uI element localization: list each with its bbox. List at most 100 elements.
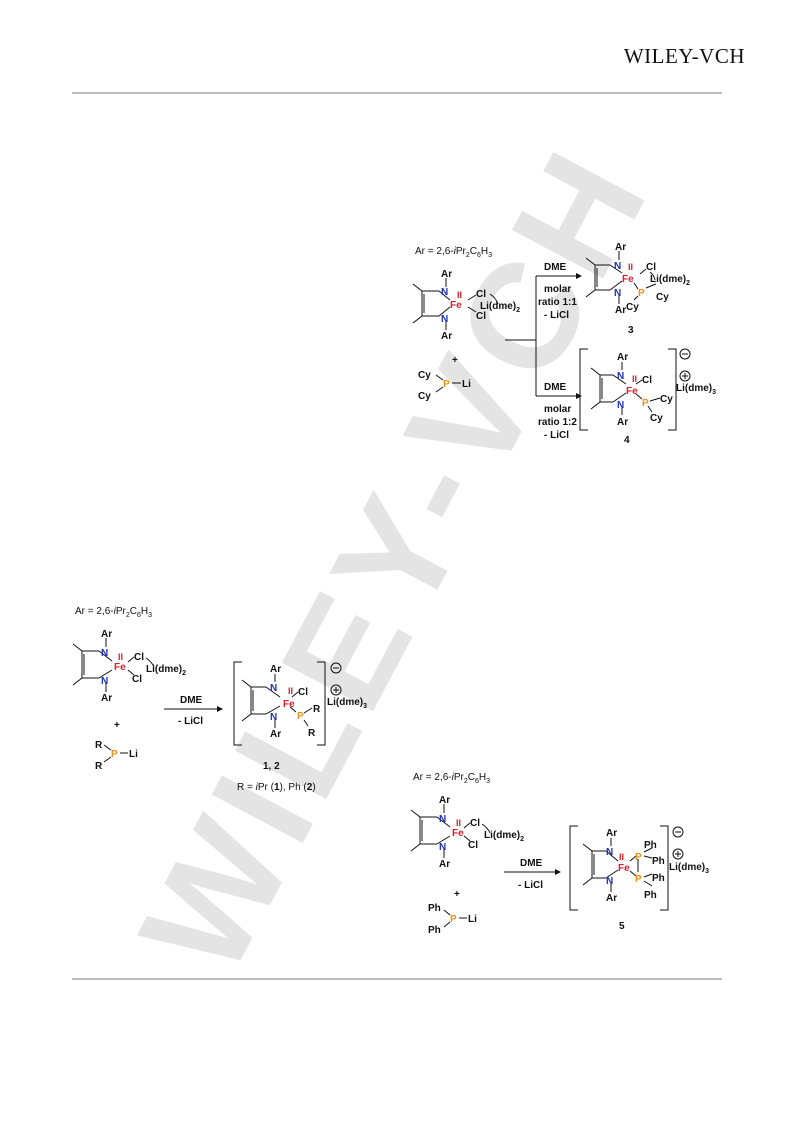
nitrogen-label: N xyxy=(270,683,277,694)
phenyl-label: Ph xyxy=(652,873,665,884)
scheme-1-fe-cy2p: Ar = 2,6-iPr2C6H3 Ar N N Ar Fe II Cl Cl … xyxy=(412,242,716,446)
phosphorus-label: P xyxy=(450,914,457,925)
reaction-arrows: DME molar ratio 1:1 - LiCl DME molar rat… xyxy=(505,262,582,441)
iron-label: Fe xyxy=(450,300,462,311)
lithium-dme-label: Li(dme)2 xyxy=(146,664,186,677)
phosphorus-label: P xyxy=(635,874,642,885)
footer-rule xyxy=(72,978,722,980)
solvent-label: DME xyxy=(180,695,203,706)
phosphorus-label: P xyxy=(635,852,642,863)
cyclohexyl-label: Cy xyxy=(656,292,669,303)
compound-number: 3 xyxy=(628,325,634,336)
lithium-dme-label: Li(dme)3 xyxy=(327,697,367,710)
chloride-label: Cl xyxy=(646,262,656,273)
aryl-label: Ar xyxy=(615,242,626,253)
lithium-label: Li xyxy=(129,749,138,760)
substituent-label: R xyxy=(313,704,321,715)
chloride-label: Cl xyxy=(476,289,486,300)
solvent-label: DME xyxy=(544,262,567,273)
iron-label: Fe xyxy=(283,699,295,710)
chloride-label: Cl xyxy=(476,311,486,322)
phosphorus-label: P xyxy=(638,288,645,299)
aryl-label: Ar xyxy=(439,859,450,870)
phosphorus-label: P xyxy=(443,379,450,390)
lithium-dme-label: Li(dme)3 xyxy=(669,862,709,875)
nitrogen-label: N xyxy=(614,288,621,299)
aryl-label: Ar xyxy=(101,629,112,640)
byproduct-label: - LiCl xyxy=(544,430,569,441)
compound-numbers: 1, 2 xyxy=(263,761,280,772)
nitrogen-label: N xyxy=(617,371,624,382)
chloride-label: Cl xyxy=(470,818,480,829)
phosphorus-label: P xyxy=(297,711,304,722)
aryl-label: Ar xyxy=(441,331,452,342)
wiley-vch-logo: WILEY-VCH xyxy=(623,44,745,68)
compound-number: 5 xyxy=(619,921,625,932)
chloride-label: Cl xyxy=(132,674,142,685)
ar-definition: Ar = 2,6-iPr2C6H3 xyxy=(415,246,492,259)
aryl-label: Ar xyxy=(617,417,628,428)
iron-label: Fe xyxy=(626,386,638,397)
iron-label: Fe xyxy=(622,274,634,285)
header-rule xyxy=(72,92,722,94)
substituent-legend: R = iPr (1), Ph (2) xyxy=(237,782,316,793)
phenyl-label: Ph xyxy=(428,925,441,936)
scheme-3-fe-ph2p: Ar = 2,6-iPr2C6H3 Ar N N Ar Fe II Cl Cl … xyxy=(410,772,709,936)
oxidation-state: II xyxy=(288,686,293,696)
reaction-arrow: DME - LiCl xyxy=(164,695,223,727)
nitrogen-label: N xyxy=(614,261,621,272)
oxidation-state: II xyxy=(628,262,633,272)
aryl-label: Ar xyxy=(606,893,617,904)
aryl-label: Ar xyxy=(441,269,452,280)
nitrogen-label: N xyxy=(270,712,277,723)
oxidation-state: II xyxy=(632,374,637,384)
ar-definition: Ar = 2,6-iPr2C6H3 xyxy=(413,772,490,785)
oxidation-state: II xyxy=(457,290,462,300)
aryl-label: Ar xyxy=(270,664,281,675)
aryl-label: Ar xyxy=(101,693,112,704)
iron-label: Fe xyxy=(618,863,630,874)
phenyl-label: Ph xyxy=(652,856,665,867)
cyclohexyl-label: Cy xyxy=(418,370,431,381)
aryl-label: Ar xyxy=(606,828,617,839)
lithium-label: Li xyxy=(468,914,477,925)
aryl-label: Ar xyxy=(617,352,628,363)
chloride-label: Cl xyxy=(134,652,144,663)
solvent-label: DME xyxy=(520,858,543,869)
lithium-phosphide-reagent: Cy Cy P Li xyxy=(418,370,471,402)
starting-complex: Ar N N Ar Fe II Cl Cl Li(dme)2 xyxy=(72,629,186,704)
phenyl-label: Ph xyxy=(644,890,657,901)
oxidation-state: II xyxy=(619,852,624,862)
substituent-label: R xyxy=(308,728,316,739)
byproduct-label: - LiCl xyxy=(544,310,569,321)
lithium-label: Li xyxy=(462,379,471,390)
condition-label: molar xyxy=(544,284,571,295)
cyclohexyl-label: Cy xyxy=(650,413,663,424)
lithium-phosphide-reagent: R R P Li xyxy=(95,740,138,772)
substituent-label: R xyxy=(95,761,103,772)
phenyl-label: Ph xyxy=(644,840,657,851)
nitrogen-label: N xyxy=(439,814,446,825)
ar-definition: Ar = 2,6-iPr2C6H3 xyxy=(75,606,152,619)
lithium-phosphide-reagent: Ph Ph P Li xyxy=(428,903,477,936)
lithium-dme-label: Li(dme)2 xyxy=(650,274,690,287)
oxidation-state: II xyxy=(118,652,123,662)
solvent-label: DME xyxy=(544,382,567,393)
oxidation-state: II xyxy=(456,818,461,828)
reaction-arrow: DME - LiCl xyxy=(504,858,561,891)
lithium-dme-label: Li(dme)2 xyxy=(484,830,524,843)
phenyl-label: Ph xyxy=(428,903,441,914)
iron-label: Fe xyxy=(452,828,464,839)
plus-sign: + xyxy=(454,889,460,900)
plus-sign: + xyxy=(114,720,120,731)
condition-label: molar xyxy=(544,404,571,415)
nitrogen-label: N xyxy=(101,648,108,659)
scheme-2-fe-r2p: Ar = 2,6-iPr2C6H3 Ar N N Ar Fe II Cl Cl … xyxy=(72,606,367,793)
phosphorus-label: P xyxy=(642,398,649,409)
lithium-dme-label: Li(dme)2 xyxy=(480,301,520,314)
nitrogen-label: N xyxy=(617,400,624,411)
nitrogen-label: N xyxy=(441,314,448,325)
cyclohexyl-label: Cy xyxy=(626,302,639,313)
product-3: Ar N N Ar Fe II Cl Li(dme)2 P Cy Cy 3 xyxy=(585,242,690,336)
byproduct-label: - LiCl xyxy=(518,880,543,891)
